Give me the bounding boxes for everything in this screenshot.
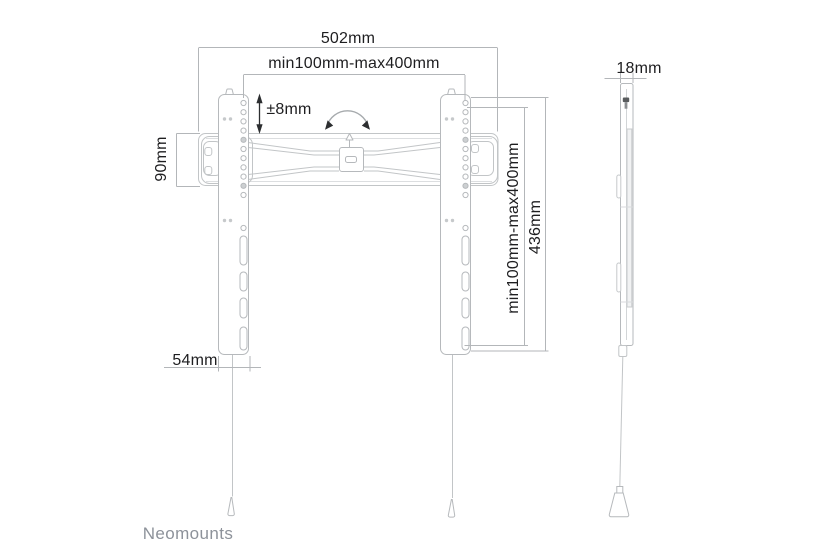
dim-rail-height-label: 90mm [153, 136, 170, 182]
dim-vesa-width-lines [243, 74, 466, 101]
height-adjust-arrow-icon [256, 93, 263, 134]
pull-cord-left [227, 355, 235, 517]
center-coupler [339, 147, 364, 172]
rail-cross-braces [247, 142, 441, 180]
dim-vesa-height-label: min100mm-max400mm [505, 142, 522, 314]
dim-total-width-label: 502mm [320, 30, 376, 47]
side-view-drawing [608, 83, 634, 518]
dim-bracket-height-label: 436mm [527, 199, 544, 255]
vesa-bracket-right [440, 88, 471, 355]
tilt-arc-icon [325, 110, 370, 130]
pull-cord-side [608, 345, 630, 518]
dim-total-width-lines [198, 47, 498, 132]
dim-bracket-height-lines [471, 97, 549, 352]
side-profile-screw [622, 97, 630, 109]
dim-level-adjust-label: ±8mm [266, 101, 312, 118]
dim-bracket-width-label: 54mm [172, 352, 218, 369]
side-profile [616, 83, 634, 346]
level-indicator-arrow-icon [345, 133, 354, 147]
front-view-drawing [198, 88, 499, 518]
dim-bracket-width-lines [164, 356, 261, 372]
dimension-lines [164, 47, 647, 372]
brand-logo-text: Neomounts [142, 524, 234, 543]
dim-vesa-width-label: min100mm-max400mm [268, 55, 440, 72]
vesa-bracket-left [218, 88, 249, 355]
dim-rail-height-lines [176, 133, 200, 187]
pull-cord-right [447, 355, 456, 518]
dim-depth-lines [604, 72, 647, 83]
dim-vesa-height-lines [464, 107, 528, 346]
dim-depth-label: 18mm [616, 60, 662, 77]
